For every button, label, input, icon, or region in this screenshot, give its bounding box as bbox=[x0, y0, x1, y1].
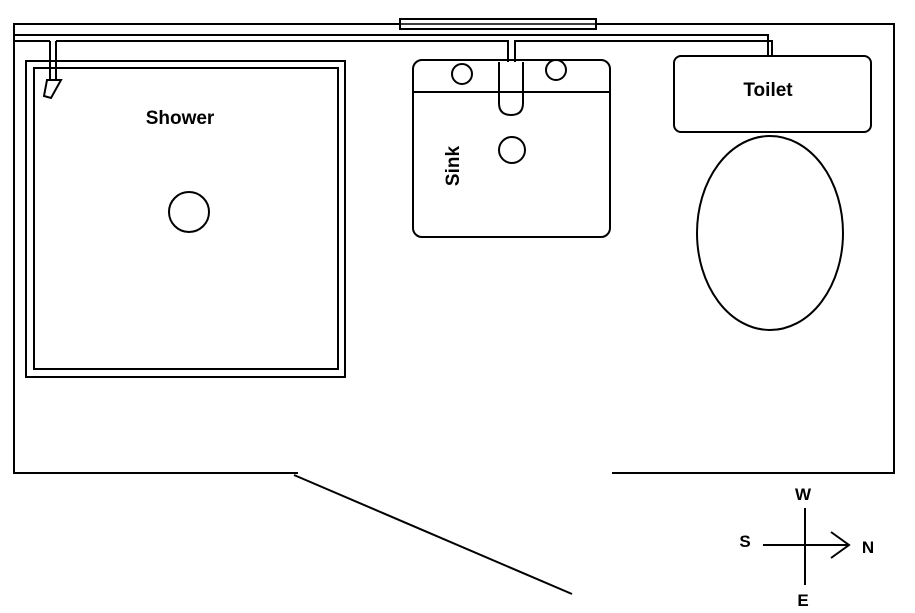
sink-tap-right bbox=[545, 59, 567, 81]
toilet: Toilet bbox=[673, 55, 872, 331]
room-walls bbox=[13, 23, 895, 474]
compass-east: E bbox=[797, 591, 808, 610]
sink-tap-left bbox=[451, 63, 473, 85]
sink: Sink bbox=[412, 59, 611, 238]
compass-west: W bbox=[795, 485, 812, 504]
sink-drain bbox=[498, 136, 526, 164]
compass-arrow-icon bbox=[830, 531, 851, 559]
shower-head-icon bbox=[42, 79, 63, 100]
sink-faucet-icon bbox=[498, 62, 524, 117]
wall-south-west bbox=[13, 23, 400, 474]
wall-north-east bbox=[596, 23, 895, 474]
shower-label: Shower bbox=[146, 108, 215, 129]
sink-vanity bbox=[412, 59, 611, 238]
door-swing bbox=[293, 474, 573, 595]
shower-drain bbox=[168, 191, 210, 233]
toilet-bowl bbox=[696, 135, 844, 331]
shower: Shower bbox=[25, 60, 346, 378]
window bbox=[399, 18, 597, 30]
water-pipe bbox=[14, 34, 773, 80]
sink-label: Sink bbox=[443, 146, 464, 187]
shower-tray-outer bbox=[25, 60, 346, 378]
compass-rose: W S N E bbox=[739, 485, 874, 610]
compass-south: S bbox=[739, 532, 750, 551]
toilet-tank bbox=[673, 55, 872, 133]
shower-tray-inner bbox=[33, 67, 339, 370]
toilet-label: Toilet bbox=[743, 80, 793, 101]
compass-north: N bbox=[862, 538, 874, 557]
